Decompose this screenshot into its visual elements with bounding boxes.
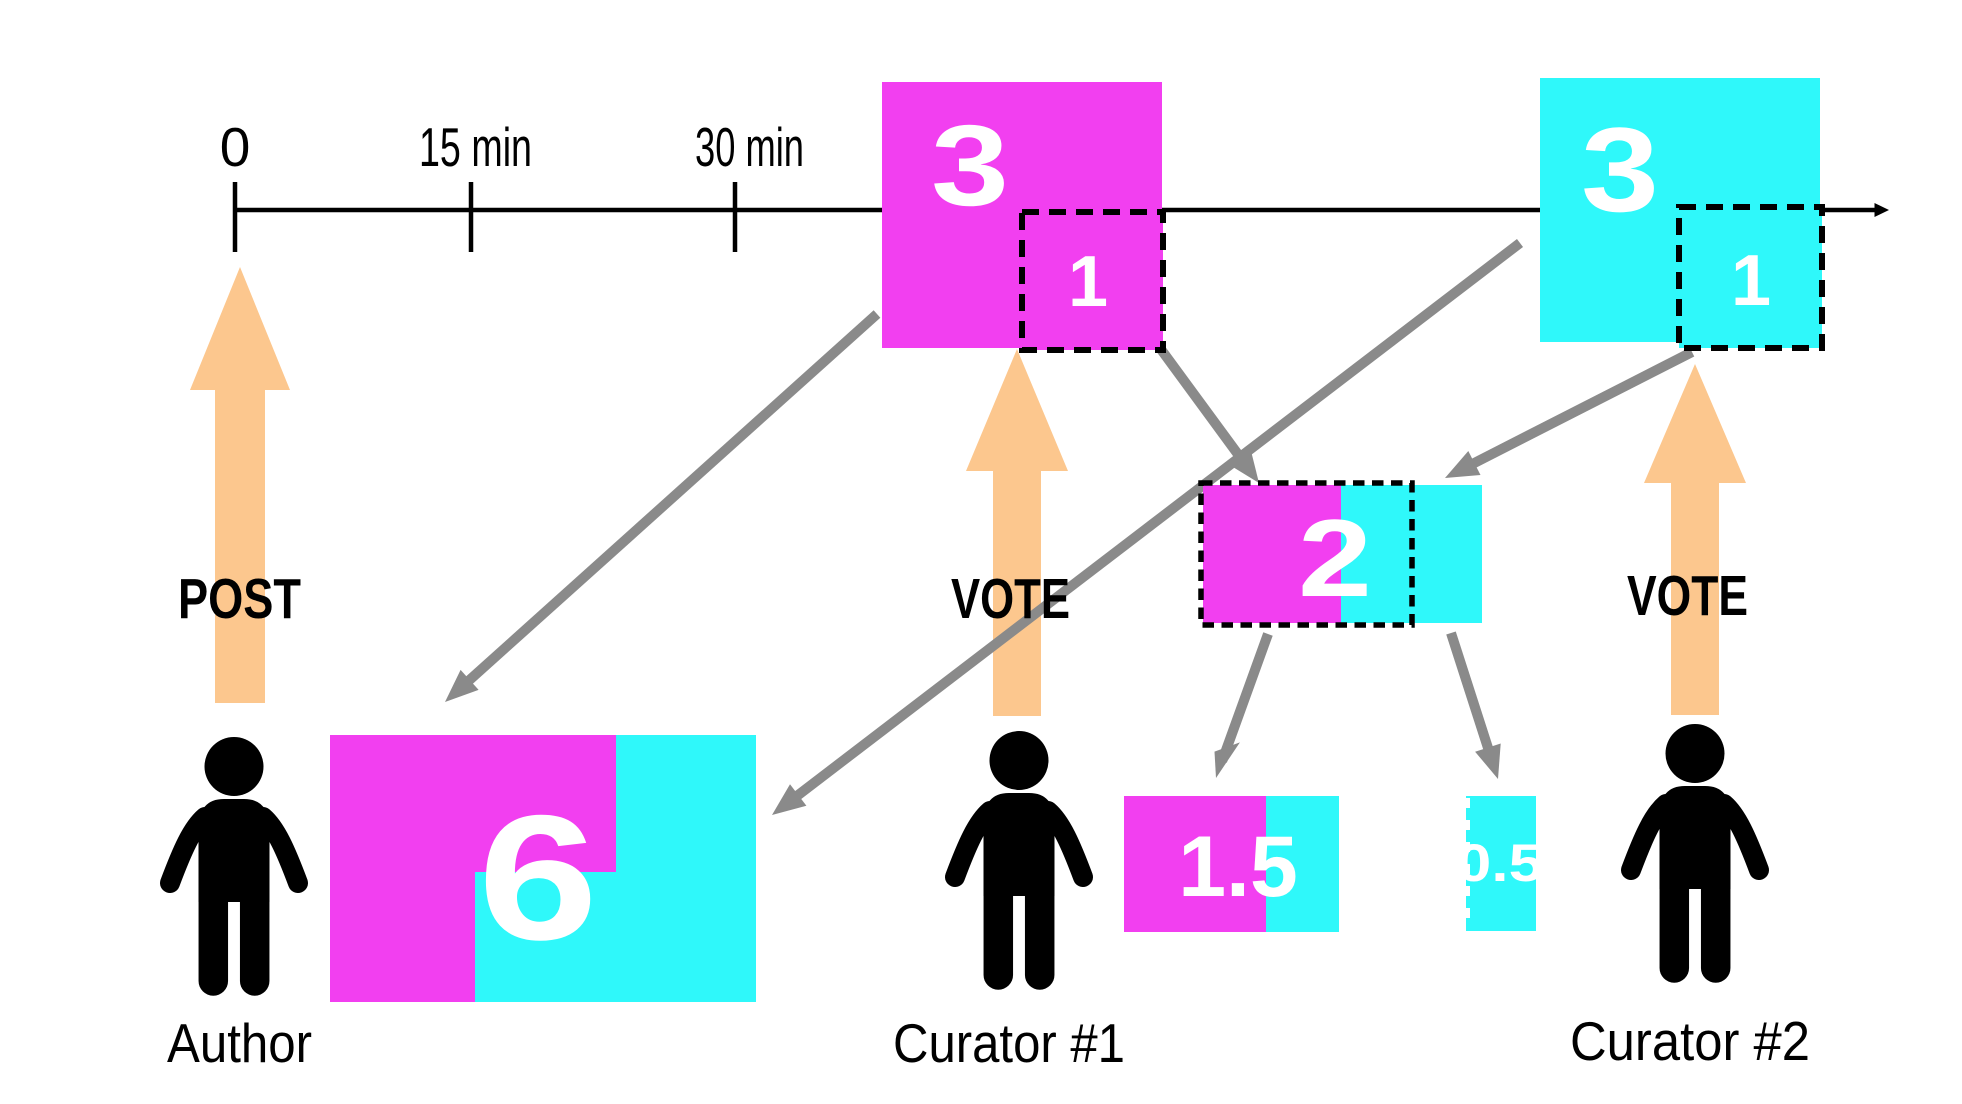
svg-text:15 min: 15 min xyxy=(419,116,532,178)
svg-text:1: 1 xyxy=(1068,242,1108,322)
svg-text:VOTE: VOTE xyxy=(951,567,1070,631)
svg-text:30 min: 30 min xyxy=(695,116,804,178)
svg-text:2: 2 xyxy=(1298,497,1372,620)
svg-text:Curator #2: Curator #2 xyxy=(1570,1010,1810,1072)
svg-text:Author: Author xyxy=(167,1012,312,1074)
svg-text:Curator #1: Curator #1 xyxy=(893,1012,1125,1074)
svg-text:1: 1 xyxy=(1731,241,1771,321)
svg-text:3: 3 xyxy=(931,102,1009,230)
svg-text:6: 6 xyxy=(478,778,598,977)
svg-text:0: 0 xyxy=(220,116,251,178)
svg-text:POST: POST xyxy=(178,567,301,631)
svg-text:3: 3 xyxy=(1581,103,1659,237)
svg-text:1.5: 1.5 xyxy=(1178,819,1298,915)
svg-text:VOTE: VOTE xyxy=(1627,564,1748,628)
svg-text:0.5: 0.5 xyxy=(1457,834,1544,893)
